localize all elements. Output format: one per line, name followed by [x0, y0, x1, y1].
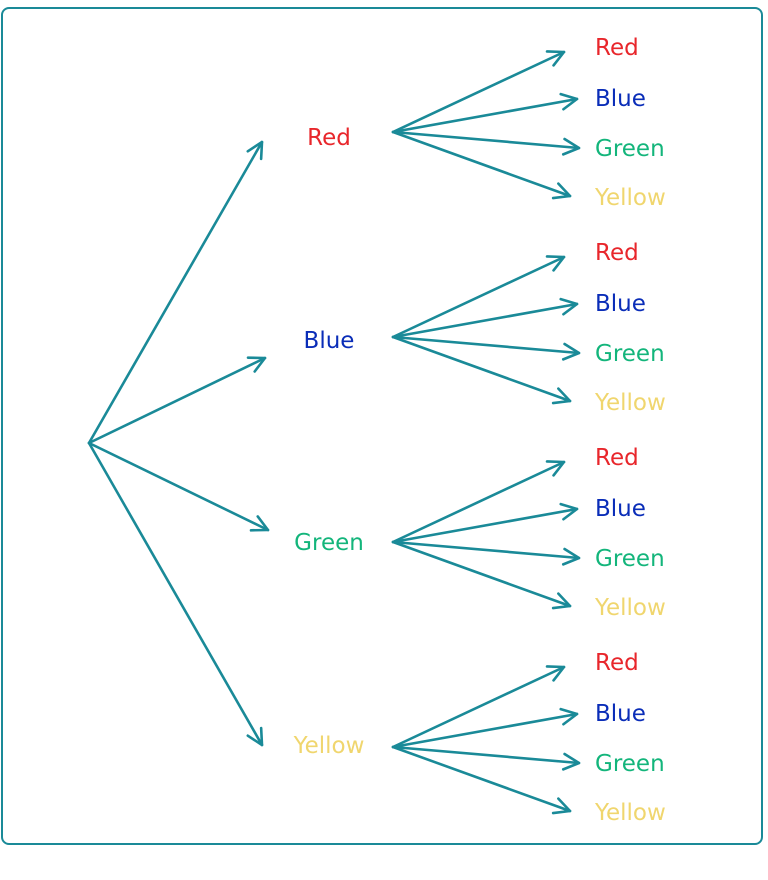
branch-arrow-level2-1-4	[391, 130, 572, 200]
node-level2-3-blue: Blue	[595, 496, 646, 522]
node-level1-blue: Blue	[304, 328, 355, 354]
node-level2-4-red: Red	[595, 650, 639, 676]
node-level2-4-yellow: Yellow	[594, 800, 666, 826]
node-level1-green: Green	[294, 530, 364, 556]
branch-arrow-level1-2	[87, 356, 267, 445]
branch-arrow-level1-4	[87, 441, 264, 747]
node-level2-3-green: Green	[595, 546, 665, 572]
arrows-group	[87, 50, 581, 815]
node-level2-4-blue: Blue	[595, 701, 646, 727]
branch-arrow-level2-2-3	[391, 335, 581, 361]
node-level2-3-red: Red	[595, 445, 639, 471]
node-level2-1-blue: Blue	[595, 86, 646, 112]
node-level2-2-yellow: Yellow	[594, 390, 666, 416]
node-level2-2-green: Green	[595, 341, 665, 367]
branch-arrow-level2-1-1	[391, 50, 566, 134]
branch-arrow-level2-3-3	[391, 540, 581, 566]
diagram-frame	[1, 7, 763, 845]
branch-arrow-level2-4-1	[391, 665, 566, 749]
branch-arrow-level2-1-2	[391, 92, 579, 134]
branch-arrow-level2-3-2	[391, 502, 579, 544]
branch-arrow-level2-3-4	[391, 540, 572, 610]
branch-arrow-level2-4-2	[391, 707, 579, 749]
branch-arrow-level1-3	[87, 441, 270, 532]
node-level2-1-yellow: Yellow	[594, 185, 666, 211]
branch-arrow-level2-4-4	[391, 745, 572, 815]
branch-arrow-level2-1-3	[391, 130, 581, 156]
branch-arrow-level1-1	[87, 140, 264, 445]
branch-arrow-level2-3-1	[391, 460, 566, 544]
branch-arrow-level2-4-3	[391, 745, 581, 771]
node-level2-2-blue: Blue	[595, 291, 646, 317]
branch-arrow-level2-2-2	[391, 297, 579, 339]
labels-group: RedBlueGreenYellowRedBlueGreenYellowRedB…	[293, 35, 666, 826]
node-level2-1-green: Green	[595, 136, 665, 162]
node-level2-3-yellow: Yellow	[594, 595, 666, 621]
node-level2-1-red: Red	[595, 35, 639, 61]
node-level1-red: Red	[307, 125, 351, 151]
node-level2-4-green: Green	[595, 751, 665, 777]
node-level2-2-red: Red	[595, 240, 639, 266]
branch-arrow-level2-2-1	[391, 255, 566, 339]
node-level1-yellow: Yellow	[293, 733, 365, 759]
branch-arrow-level2-2-4	[391, 335, 572, 405]
